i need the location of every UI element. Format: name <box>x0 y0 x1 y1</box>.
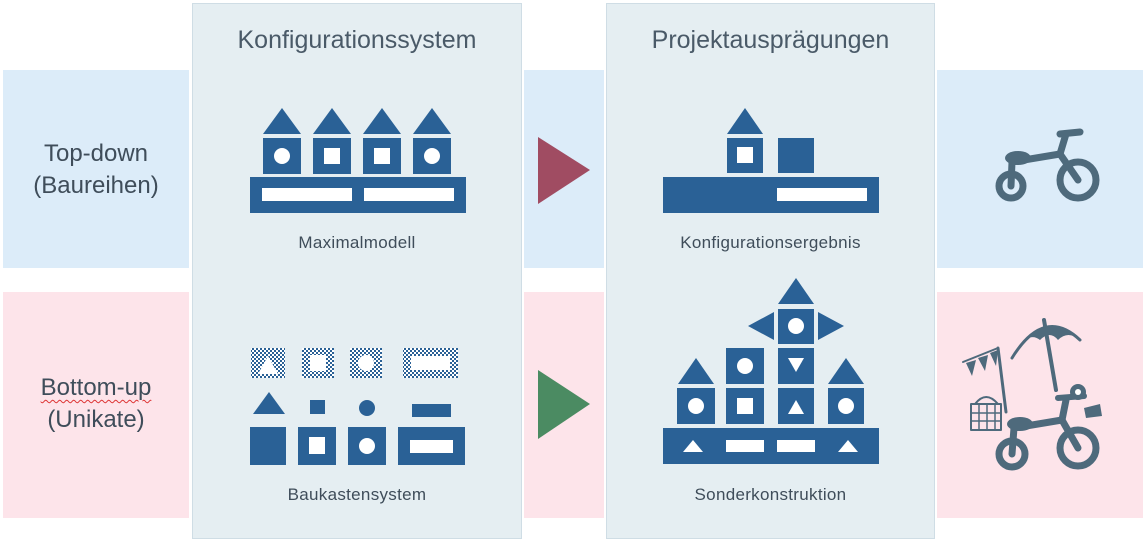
bottom-band-right <box>937 292 1143 518</box>
column-title-left: Konfigurationssystem <box>237 26 477 54</box>
row-label-bottom-line1: Bottom-up <box>40 374 152 401</box>
row-label-bottom-line2: (Unikate) <box>47 406 145 433</box>
row-label-top: Top-down (Baureihen) <box>3 138 189 202</box>
row-label-top-line2: (Baureihen) <box>33 172 159 199</box>
row-label-bottom: Bottom-up (Unikate) <box>3 372 189 436</box>
caption-sonderkonstruktion: Sonderkonstruktion <box>694 485 847 504</box>
top-band-left <box>3 70 189 268</box>
projektauspraegungen-column: Projektausprägungen <box>606 3 935 539</box>
caption-baukastensystem: Baukastensystem <box>287 485 427 504</box>
bottom-band-middle <box>524 292 604 518</box>
konfigurationssystem-column: Konfigurationssystem <box>192 3 522 539</box>
row-label-top-line1: Top-down <box>43 140 149 167</box>
caption-maximalmodell: Maximalmodell <box>298 233 416 252</box>
column-title-right: Projektausprägungen <box>651 26 890 54</box>
top-band-middle <box>524 70 604 268</box>
bottom-band-left <box>3 292 189 518</box>
caption-konfigurationsergebnis: Konfigurationsergebnis <box>680 233 861 252</box>
top-band-right <box>937 70 1143 268</box>
